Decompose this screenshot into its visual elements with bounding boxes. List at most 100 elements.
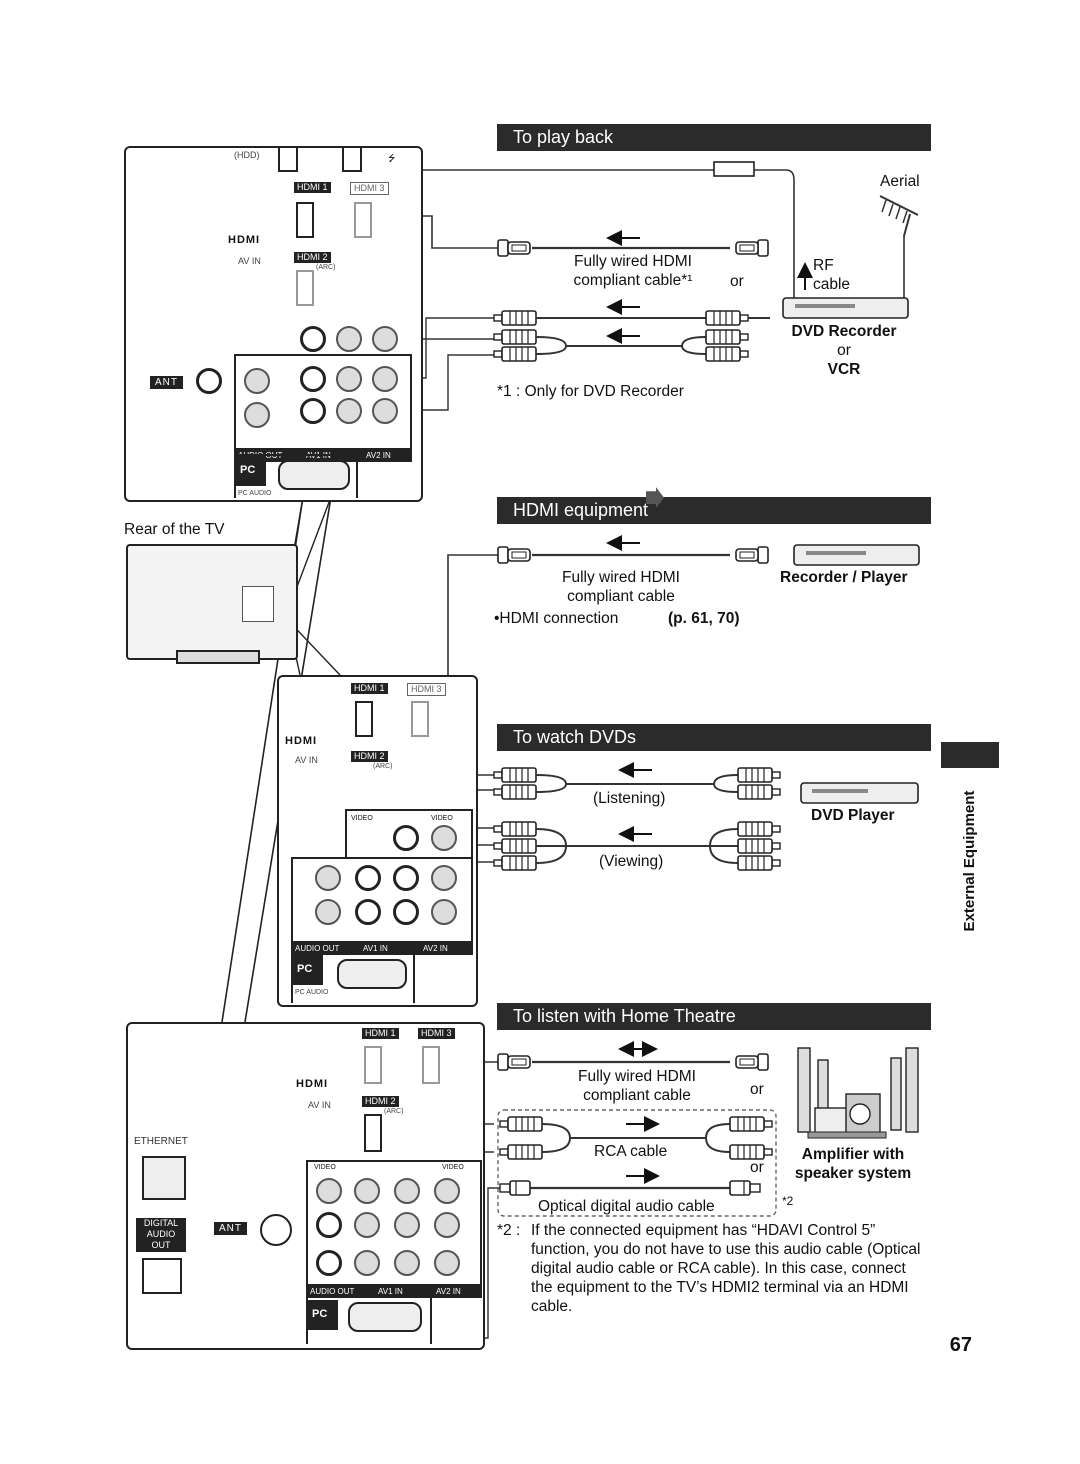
av-terminal-block: AUDIO OUT AV1 IN AV2 IN bbox=[291, 857, 473, 955]
dvd-recorder-label: DVD Recorder bbox=[791, 323, 897, 340]
av1-in-label: AV1 IN bbox=[363, 944, 388, 953]
ant-port bbox=[260, 1214, 292, 1246]
hdmi2-label: HDMI 2 bbox=[362, 1096, 399, 1107]
tv-rear-panel-top: (HDD) ⭍ HDMI 1 HDMI 3 HDMI AV IN HDMI 2 … bbox=[124, 146, 423, 502]
hdmi3-label: HDMI 3 bbox=[418, 1028, 455, 1039]
hdmi-logo: HDMI bbox=[285, 735, 318, 747]
arc-label: (ARC) bbox=[316, 264, 336, 271]
tv-rear-panel-middle: HDMI 1 HDMI 3 HDMI AV IN HDMI 2 (ARC) AU… bbox=[277, 675, 478, 1007]
listening-label: (Listening) bbox=[593, 790, 666, 807]
arc-label: (ARC) bbox=[384, 1108, 404, 1115]
av2-in-label: AV2 IN bbox=[366, 451, 391, 460]
ant-label: ANT bbox=[150, 376, 183, 389]
video-label-2: VIDEO bbox=[442, 1164, 464, 1171]
recorder-player-label: Recorder / Player bbox=[780, 569, 908, 586]
vcr-label: VCR bbox=[827, 361, 861, 378]
pc-label: PC bbox=[240, 464, 256, 476]
hdmi1-label: HDMI 1 bbox=[362, 1028, 399, 1039]
pc-audio-label: PC AUDIO bbox=[238, 490, 272, 497]
aerial-icon bbox=[879, 195, 919, 237]
hdmi-connection-page-ref[interactable]: (p. 61, 70) bbox=[668, 610, 740, 627]
hdmi-logo: HDMI bbox=[296, 1078, 329, 1090]
mark-2: *2 bbox=[782, 1194, 794, 1208]
pc-label: PC bbox=[297, 963, 313, 975]
optical-cable-label: Optical digital audio cable bbox=[538, 1198, 715, 1215]
av1-in-label: AV1 IN bbox=[378, 1287, 403, 1296]
av2-in-label: AV2 IN bbox=[436, 1287, 461, 1296]
section-header-watch-dvds: To watch DVDs bbox=[497, 724, 931, 751]
arc-label: (ARC) bbox=[373, 763, 393, 770]
hdmi2-label: HDMI 2 bbox=[294, 252, 331, 263]
rf-label: RF bbox=[813, 257, 834, 274]
av-in-label: AV IN bbox=[308, 1100, 331, 1110]
pc-terminal-block: PC PC AUDIO bbox=[291, 953, 415, 1003]
rear-of-tv-label: Rear of the TV bbox=[124, 521, 225, 538]
pc-terminal-block: PC bbox=[306, 1294, 432, 1344]
hdmi3-port bbox=[354, 202, 372, 238]
note-1: *1 : Only for DVD Recorder bbox=[497, 383, 684, 400]
av-in-label: AV IN bbox=[238, 256, 261, 266]
rf-cable-label: cable bbox=[813, 276, 851, 293]
page-number: 67 bbox=[949, 1334, 972, 1356]
hdmi2-port bbox=[364, 1114, 382, 1152]
pc-audio-label: PC AUDIO bbox=[295, 989, 329, 996]
or-label-1: or bbox=[750, 1081, 764, 1098]
or-label-2: or bbox=[750, 1159, 764, 1176]
aerial-label: Aerial bbox=[880, 173, 920, 190]
ant-port bbox=[196, 368, 222, 394]
av-terminal-block: VIDEO VIDEO AUDIO OUT AV1 IN AV2 IN bbox=[306, 1160, 482, 1298]
pc-terminal-block: PC PC AUDIO bbox=[234, 454, 358, 498]
hdmi1-port bbox=[355, 701, 373, 737]
side-tab-marker bbox=[941, 742, 999, 768]
hdmi-cable-label: Fully wired HDMI compliant cable*¹ bbox=[573, 253, 693, 289]
av2-in-label: AV2 IN bbox=[423, 944, 448, 953]
note-2-mark: *2 : bbox=[497, 1222, 521, 1239]
device-or-label: or bbox=[837, 342, 851, 359]
usb-port-1 bbox=[278, 148, 298, 172]
hdmi3-port bbox=[422, 1046, 440, 1084]
hdmi1-port bbox=[296, 202, 314, 238]
dvd-recorder-icon bbox=[782, 297, 909, 319]
rca-cable-label: RCA cable bbox=[594, 1143, 668, 1160]
hdmi1-port bbox=[364, 1046, 382, 1084]
hdmi-connection-label: •HDMI connection bbox=[494, 610, 619, 627]
amplifier-label: Amplifier with speaker system bbox=[794, 1146, 912, 1182]
audio-out-label: AUDIO OUT bbox=[310, 1287, 355, 1296]
hdmi2-label: HDMI 2 bbox=[351, 751, 388, 762]
section-header-home-theatre: To listen with Home Theatre bbox=[497, 1003, 931, 1030]
audio-out-label: AUDIO OUT bbox=[295, 944, 340, 953]
hdmi3-label: HDMI 3 bbox=[350, 182, 389, 195]
component-block: VIDEO VIDEO bbox=[345, 809, 473, 859]
or-label: or bbox=[730, 273, 744, 290]
dvd-player-icon bbox=[800, 782, 919, 804]
dvd-player-label: DVD Player bbox=[811, 807, 895, 824]
optical-port bbox=[142, 1258, 182, 1294]
video-label-2: VIDEO bbox=[431, 815, 453, 822]
hdmi-cable-label: Fully wired HDMI compliant cable bbox=[562, 569, 680, 605]
hdmi1-label: HDMI 1 bbox=[351, 683, 388, 694]
section-header-play-back: To play back bbox=[497, 124, 931, 151]
ethernet-port bbox=[142, 1156, 186, 1200]
ant-label: ANT bbox=[214, 1222, 247, 1235]
recorder-player-icon bbox=[793, 544, 920, 566]
hdmi3-label: HDMI 3 bbox=[407, 683, 446, 696]
section-header-hdmi-equipment: HDMI equipment bbox=[497, 497, 931, 524]
av-terminal-block: AUDIO OUT AV1 IN AV2 IN bbox=[234, 326, 412, 462]
hdmi-logo: HDMI bbox=[228, 234, 261, 246]
usb-port-2 bbox=[342, 148, 362, 172]
hdmi-cable-label: Fully wired HDMI compliant cable bbox=[578, 1068, 696, 1104]
hdd-label: (HDD) bbox=[234, 150, 260, 160]
av-in-label: AV IN bbox=[295, 755, 318, 765]
pc-label: PC bbox=[312, 1308, 328, 1320]
note-2-text: If the connected equipment has “HDAVI Co… bbox=[531, 1222, 921, 1315]
tv-rear-panel-bottom: HDMI 1 HDMI 3 HDMI AV IN HDMI 2 (ARC) ET… bbox=[126, 1022, 485, 1350]
video-label: VIDEO bbox=[351, 815, 373, 822]
ethernet-label: ETHERNET bbox=[134, 1136, 188, 1147]
video-label: VIDEO bbox=[314, 1164, 336, 1171]
usb-icon: ⭍ bbox=[388, 153, 396, 163]
home-theatre-icon bbox=[797, 1047, 919, 1139]
tv-rear-illustration bbox=[126, 544, 298, 664]
viewing-label: (Viewing) bbox=[599, 853, 664, 870]
hdmi2-port bbox=[296, 270, 314, 306]
